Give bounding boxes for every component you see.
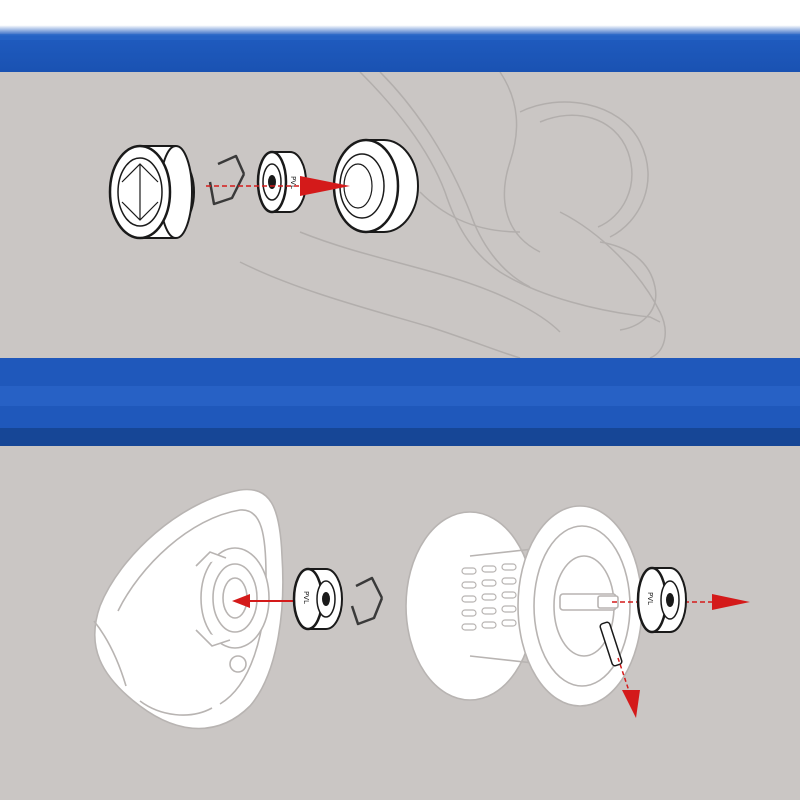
step-one-illustration: PVL — [0, 72, 800, 358]
reel-body-outline — [239, 72, 666, 358]
step-one-panel: PVL — [0, 72, 800, 358]
spool — [405, 505, 643, 707]
ball-bearing: PVL — [636, 566, 687, 634]
remove-arrow-down — [617, 657, 640, 718]
step-two-illustration: PVL — [0, 446, 800, 800]
pin — [599, 621, 623, 667]
bearing-marking: PVL — [302, 591, 310, 604]
wire-clip — [350, 576, 384, 626]
bearing-retainer-ring — [108, 144, 195, 240]
remove-arrow-right — [612, 594, 750, 610]
insertion-arrow — [206, 176, 350, 196]
bearing-marking: PVL — [289, 176, 297, 189]
bearing-housing — [332, 138, 419, 234]
ball-bearing: PVL — [292, 567, 343, 631]
step-two-panel: PVL — [0, 446, 800, 800]
middle-banner — [0, 358, 800, 446]
body-housing — [93, 488, 284, 730]
ball-bearing: PVL — [256, 150, 307, 214]
top-banner — [0, 0, 800, 72]
bearing-marking: PVL — [646, 592, 654, 605]
